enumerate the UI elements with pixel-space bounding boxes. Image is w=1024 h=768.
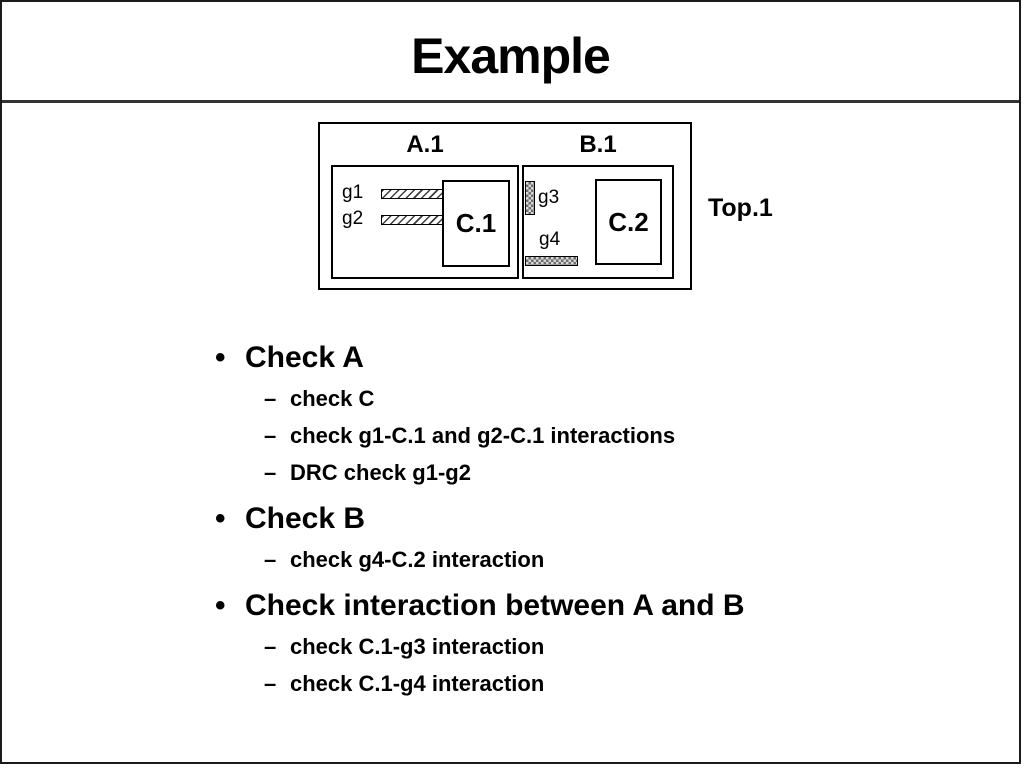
list-item: – check C.1-g4 interaction	[2, 665, 902, 702]
cell-c1-label: C.1	[455, 208, 497, 238]
list-item: • Check interaction between A and B	[2, 584, 902, 628]
cell-c2-label: C.2	[608, 206, 649, 237]
list-item-text: check g4-C.2 interaction	[290, 546, 545, 572]
list-item: • Check B	[2, 497, 902, 541]
dash-icon: –	[264, 385, 277, 411]
diagram-top1-box: A.1 B.1 g1 g2 C.1 g3 g4 C.2	[318, 122, 692, 290]
list-item: – check C.1-g3 interaction	[2, 628, 902, 665]
bullet-icon: •	[215, 502, 226, 535]
wire-g3-bar	[525, 181, 535, 215]
list-item-text: Check B	[245, 502, 366, 535]
wire-g3-label: g3	[538, 187, 560, 208]
wire-g1-bar	[381, 189, 443, 199]
wire-g4-label: g4	[539, 229, 561, 250]
list-item-text: Check interaction between A and B	[245, 589, 745, 622]
list-item-text: Check A	[245, 341, 364, 374]
block-b-label: B.1	[579, 131, 617, 158]
list-item-text: DRC check g1-g2	[290, 459, 471, 485]
list-item: – check C	[2, 380, 902, 417]
dash-icon: –	[264, 459, 277, 485]
slide-title: Example	[411, 28, 611, 84]
list-item-text: check C	[290, 385, 375, 411]
wire-g2-label: g2	[342, 208, 364, 229]
bullet-list: • Check A – check C – check g1-C.1 and g…	[2, 336, 902, 702]
bullet-icon: •	[215, 341, 226, 374]
list-item-text: check C.1-g4 interaction	[290, 670, 545, 696]
list-item: – check g1-C.1 and g2-C.1 interactions	[2, 417, 902, 454]
dash-icon: –	[264, 633, 277, 659]
dash-icon: –	[264, 670, 277, 696]
block-a-label: A.1	[406, 131, 444, 158]
list-item-text: check C.1-g3 interaction	[290, 633, 545, 659]
bullet-icon: •	[215, 589, 226, 622]
top1-label: Top.1	[708, 194, 773, 222]
dash-icon: –	[264, 422, 277, 448]
wire-g2-bar	[381, 215, 443, 225]
wire-g4-bar	[525, 256, 578, 266]
wire-g1-label: g1	[342, 182, 364, 203]
list-item: • Check A	[2, 336, 902, 380]
dash-icon: –	[264, 546, 277, 572]
cell-c1-box: C.1	[442, 180, 510, 267]
title-bar: Example	[2, 2, 1019, 103]
list-item-text: check g1-C.1 and g2-C.1 interactions	[290, 422, 676, 448]
list-item: – check g4-C.2 interaction	[2, 541, 902, 578]
list-item: – DRC check g1-g2	[2, 454, 902, 491]
cell-c2-box: C.2	[595, 179, 662, 265]
